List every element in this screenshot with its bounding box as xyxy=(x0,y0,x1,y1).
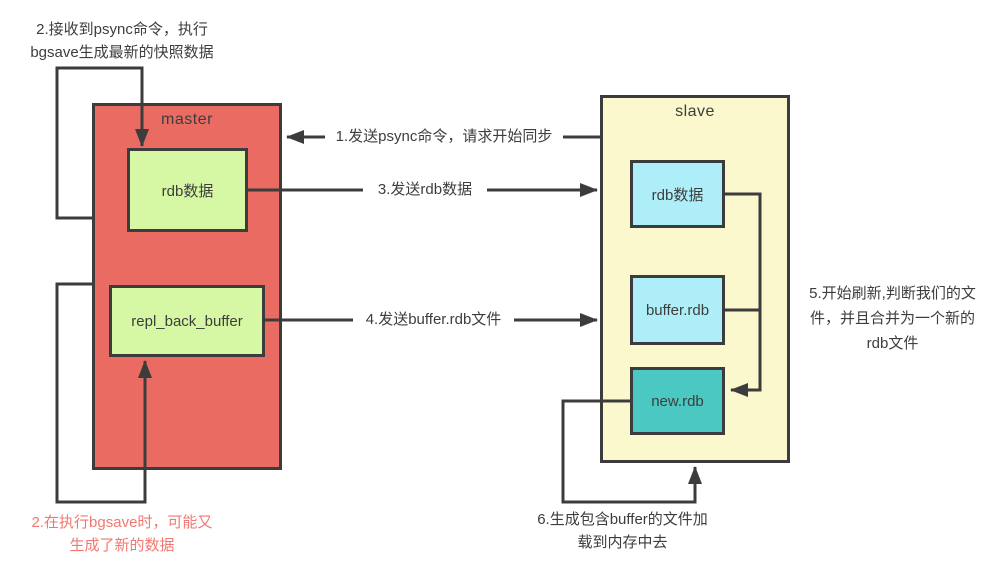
step1-arrow-label: 1.发送psync命令，请求开始同步 xyxy=(325,126,563,147)
buffer-rdb-node: buffer.rdb xyxy=(630,275,725,345)
repl-back-buffer-node: repl_back_buffer xyxy=(109,285,265,357)
step2-top-note: 2.接收到psync命令，执行 bgsave生成最新的快照数据 xyxy=(30,21,214,61)
buffer-rdb-label: buffer.rdb xyxy=(645,301,710,319)
slave-rdb-data-node: rdb数据 xyxy=(630,160,725,228)
slave-rdb-label: rdb数据 xyxy=(651,186,704,204)
step6-note: 6.生成包含buffer的文件加 载到内存中去 xyxy=(537,511,708,551)
slave-title: slave xyxy=(675,103,715,120)
step3-arrow-label: 3.发送rdb数据 xyxy=(363,179,487,200)
new-rdb-node: new.rdb xyxy=(630,367,725,435)
master-rdb-data-node: rdb数据 xyxy=(127,148,248,232)
master-rdb-label: rdb数据 xyxy=(161,182,214,200)
master-title: master xyxy=(161,111,213,128)
step5-note: 5.开始刷新,判断我们的文 件，并且合并为一个新的 rdb文件 xyxy=(809,285,976,352)
step2-red-note: 2.在执行bgsave时，可能又 生成了新的数据 xyxy=(31,514,213,554)
new-rdb-label: new.rdb xyxy=(651,392,704,410)
repl-back-buffer-label: repl_back_buffer xyxy=(131,312,243,330)
step4-arrow-label: 4.发送buffer.rdb文件 xyxy=(353,309,514,330)
